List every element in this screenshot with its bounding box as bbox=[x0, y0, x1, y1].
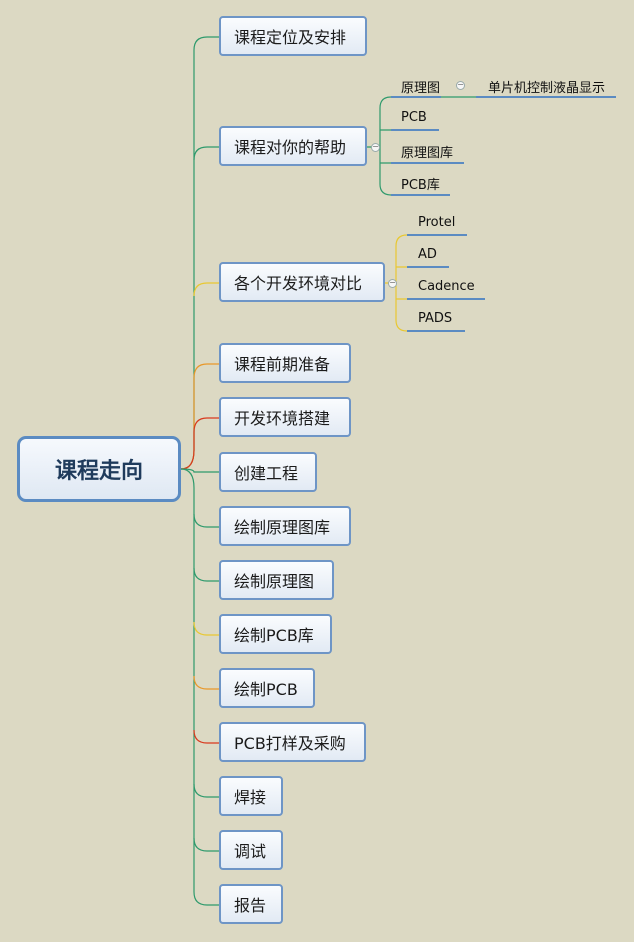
branch-preparation[interactable]: 课程前期准备 bbox=[219, 343, 351, 383]
branch-schematic-library[interactable]: 绘制原理图库 bbox=[219, 506, 351, 546]
connector-to-branch-4 bbox=[180, 417, 219, 470]
branch-create-project[interactable]: 创建工程 bbox=[219, 452, 317, 492]
subtopic-underline bbox=[407, 298, 485, 300]
branch-soldering[interactable]: 焊接 bbox=[219, 776, 283, 816]
branch-schematic[interactable]: 绘制原理图 bbox=[219, 560, 334, 600]
connector-trunk-bottom bbox=[180, 468, 219, 906]
subtopic-underline bbox=[391, 96, 441, 98]
branch-course-positioning[interactable]: 课程定位及安排 bbox=[219, 16, 367, 56]
subtopic-cadence[interactable]: Cadence bbox=[418, 279, 475, 294]
subtopic-pcb-library[interactable]: PCB库 bbox=[401, 178, 440, 193]
connector-to-branch-2 bbox=[193, 282, 219, 297]
branch-env-setup[interactable]: 开发环境搭建 bbox=[219, 397, 351, 437]
root-topic[interactable]: 课程走向 bbox=[17, 436, 181, 502]
connector-to-branch-8 bbox=[193, 621, 219, 636]
connector-to-branch-10 bbox=[193, 729, 219, 744]
collapse-toggle-help[interactable]: − bbox=[371, 142, 380, 152]
branch-pcb-library[interactable]: 绘制PCB库 bbox=[219, 614, 332, 654]
connector-to-branch-6 bbox=[193, 513, 219, 528]
subtopic-lcd-display[interactable]: 单片机控制液晶显示 bbox=[488, 81, 606, 96]
subtopic-protel[interactable]: Protel bbox=[418, 215, 456, 230]
connector-to-branch-7 bbox=[193, 567, 219, 582]
connector-to-branch-3 bbox=[180, 363, 219, 470]
subtopic-underline bbox=[391, 162, 464, 164]
subtopic-schematic[interactable]: 原理图 bbox=[401, 81, 441, 96]
subtopic-pcb[interactable]: PCB bbox=[401, 110, 427, 125]
collapse-toggle-schematic[interactable]: − bbox=[456, 80, 465, 90]
connector-to-branch-9 bbox=[193, 675, 219, 690]
subtopic-schematic-library[interactable]: 原理图库 bbox=[401, 146, 454, 161]
branch-report[interactable]: 报告 bbox=[219, 884, 283, 924]
subtopic-underline bbox=[391, 194, 450, 196]
branch-pcb-fab[interactable]: PCB打样及采购 bbox=[219, 722, 366, 762]
subtopic-underline bbox=[407, 330, 465, 332]
subtopic-underline bbox=[476, 96, 616, 98]
connector-to-branch-1 bbox=[193, 146, 219, 161]
subtopic-underline bbox=[407, 234, 467, 236]
subtopic-underline bbox=[391, 129, 439, 131]
connector-to-branch-12 bbox=[193, 837, 219, 852]
subtopic-ad[interactable]: AD bbox=[418, 247, 437, 262]
branch-pcb[interactable]: 绘制PCB bbox=[219, 668, 315, 708]
subtopic-pads[interactable]: PADS bbox=[418, 311, 453, 326]
connector-to-branch-11 bbox=[193, 783, 219, 798]
subtopic-underline bbox=[407, 266, 449, 268]
branch-course-help[interactable]: 课程对你的帮助 bbox=[219, 126, 367, 166]
branch-env-comparison[interactable]: 各个开发环境对比 bbox=[219, 262, 385, 302]
connector-trunk-top bbox=[180, 36, 219, 470]
branch-debugging[interactable]: 调试 bbox=[219, 830, 283, 870]
collapse-toggle-env[interactable]: − bbox=[388, 278, 397, 288]
